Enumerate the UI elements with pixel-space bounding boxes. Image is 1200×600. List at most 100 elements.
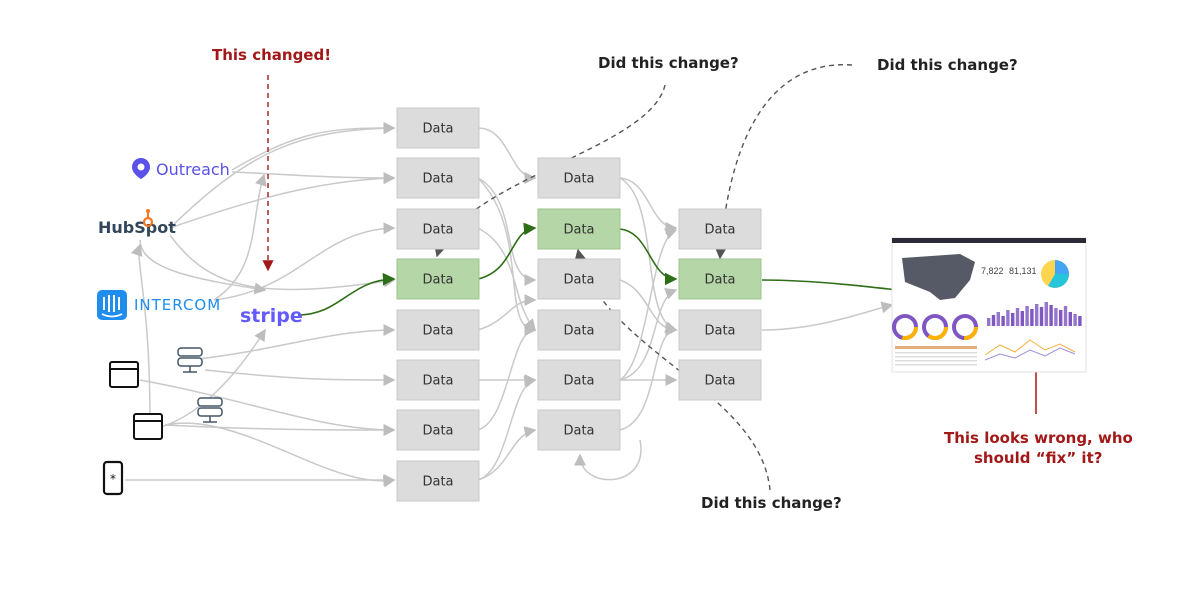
data-node-label: Data [422,273,453,288]
data-node-box [537,359,621,401]
data-node-label: Data [704,324,735,339]
data-node[interactable]: Data [396,107,480,149]
data-node-label: Data [422,374,453,389]
dashboard-bar [1054,308,1058,326]
data-node-label: Data [704,374,735,389]
data-node-box [396,409,480,451]
data-node[interactable]: Data [678,309,762,351]
dashboard-bar [1030,309,1034,326]
data-node-box [537,409,621,451]
data-node-box [396,107,480,149]
data-nodes: DataDataDataDataDataDataDataDataDataData… [396,107,762,502]
dashboard-bar [1025,306,1029,326]
data-node[interactable]: Data [396,460,480,502]
data-node-box [537,309,621,351]
data-node[interactable]: Data [537,359,621,401]
data-node-label: Data [563,273,594,288]
intercom-label: INTERCOM [134,296,221,314]
dashboard-bar [1044,302,1048,326]
data-node-label: Data [563,223,594,238]
dashboard-bar [1073,314,1077,326]
data-node-box [537,208,621,250]
data-node-label: Data [422,122,453,137]
server-database-icon [177,347,203,373]
browser-window-icon [109,361,139,388]
callout-looks-wrong-line1: This looks wrong, who [944,429,1133,447]
data-node[interactable]: Data [537,157,621,199]
data-node-label: Data [563,424,594,439]
data-node-label: Data [704,273,735,288]
dashboard-bar [1049,305,1053,326]
data-node-box [396,208,480,250]
svg-text:*: * [110,472,116,486]
hubspot-sprocket-icon [142,209,154,228]
intercom-icon [97,290,127,320]
data-node-box [537,258,621,300]
data-node-box [678,258,762,300]
data-node-label: Data [422,424,453,439]
data-node[interactable]: Data [396,157,480,199]
dashboard-bar [1015,308,1020,326]
outreach-label: Outreach [156,160,230,179]
kpi-value-1: 7,822 [981,266,1004,276]
dashboard-bar [1006,310,1010,326]
data-node-box [537,157,621,199]
data-node[interactable]: Data [396,359,480,401]
data-node-label: Data [422,324,453,339]
data-node-highlighted[interactable]: Data [537,208,621,250]
donut-charts [892,314,978,340]
callout-did-this-change-2: Did this change? [877,56,1018,74]
data-table [895,346,977,366]
hubspot-label: HubSpot [98,218,176,237]
callout-this-changed: This changed! [212,46,331,64]
data-node-box [396,460,480,502]
data-node-box [396,309,480,351]
dashboard-bar [1020,311,1024,326]
dashboard-bar [1011,313,1015,326]
hubspot-logo: HubSpot [98,209,176,237]
dashboard-bar [991,315,996,326]
callout-did-this-change-3: Did this change? [701,494,842,512]
outreach-logo: Outreach [132,158,230,179]
data-node[interactable]: Data [678,208,762,250]
data-node[interactable]: Data [396,208,480,250]
data-node-label: Data [422,475,453,490]
data-node-label: Data [563,172,594,187]
data-node-box [678,309,762,351]
data-node-box [678,208,762,250]
line-chart [984,339,1076,361]
data-node[interactable]: Data [537,258,621,300]
dashboard-bar [1001,316,1005,326]
intercom-logo: INTERCOM [97,290,221,320]
data-node-box [396,359,480,401]
dashboard-bar [996,312,1000,326]
dashboard-bar [987,318,991,326]
dashboard-bar [1035,304,1039,326]
data-node[interactable]: Data [537,309,621,351]
kpi-value-2: 81,131 [1009,266,1037,276]
server-database-icon [197,397,223,423]
dashboard-bar [1039,307,1044,326]
data-node-label: Data [422,172,453,187]
callout-did-this-change-1: Did this change? [598,54,739,72]
dashboard-thumbnail: 7,822 81,131 [891,237,1087,373]
data-node-highlighted[interactable]: Data [678,258,762,300]
callout-looks-wrong-line2: should “fix” it? [974,449,1102,467]
dashboard-bar [1078,316,1082,326]
dashboard-bar [1063,306,1068,326]
data-node[interactable]: Data [537,409,621,451]
data-node[interactable]: Data [678,359,762,401]
data-node-highlighted[interactable]: Data [396,258,480,300]
us-map [902,254,975,300]
data-node-label: Data [422,223,453,238]
data-node[interactable]: Data [396,309,480,351]
data-node-box [678,359,762,401]
stripe-logo: stripe [240,305,303,327]
dashboard-bar [1059,310,1063,326]
dashboard-bar [1068,312,1072,326]
lineage-edges [125,122,894,488]
data-node-label: Data [704,223,735,238]
data-node[interactable]: Data [396,409,480,451]
data-node-box [396,157,480,199]
